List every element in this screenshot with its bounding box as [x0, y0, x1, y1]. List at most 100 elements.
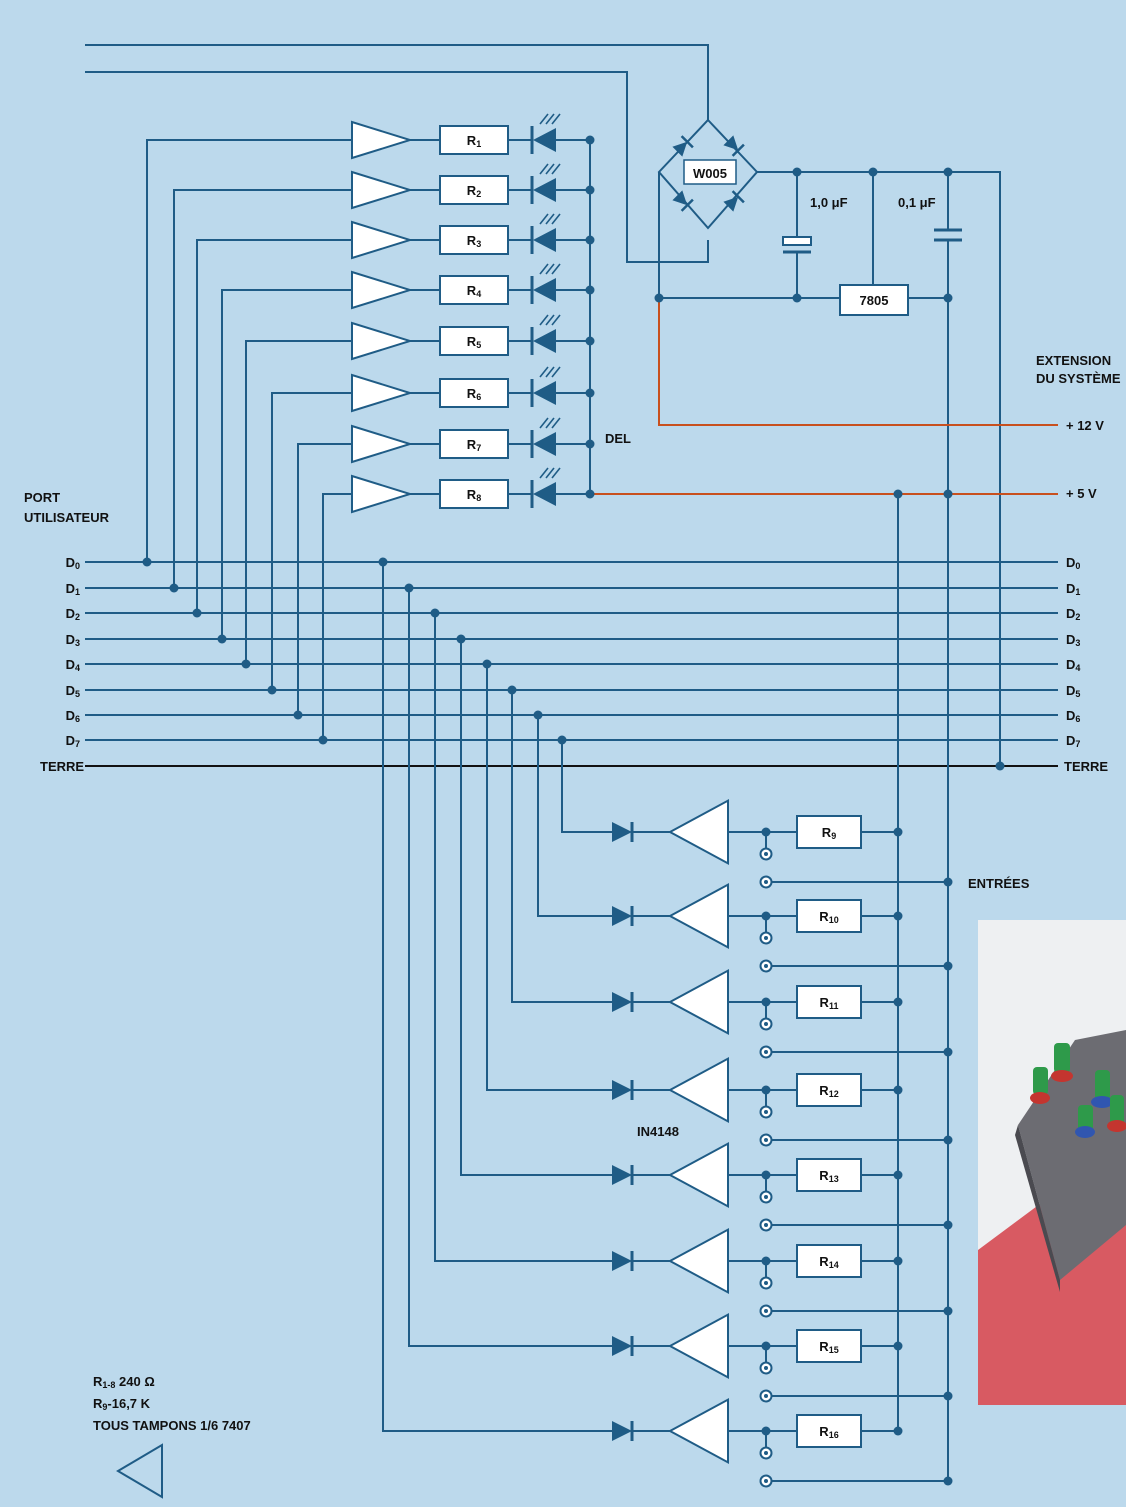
output-resistor-label-main: R: [467, 133, 477, 148]
cap2-junction: [943, 167, 953, 177]
bus-junction: [267, 685, 277, 695]
output-resistor-label-sub: 2: [476, 189, 481, 199]
output-buffer: [351, 474, 414, 514]
input-buffer: [667, 883, 729, 949]
input-terminal-center: [764, 852, 768, 856]
input-resistor-label-sub: 16: [829, 1430, 839, 1440]
output-resistor-label: R6: [467, 386, 481, 402]
bus-label-right-sub: 2: [1075, 612, 1080, 622]
led-emission-arrow: [545, 467, 555, 479]
photo-inset: [978, 920, 1126, 1405]
ground-junction: [995, 761, 1005, 771]
output-tap-wire: [221, 289, 352, 639]
bus-label-right-sub: 0: [1075, 561, 1080, 571]
extension-title-1: EXTENSION: [1036, 353, 1111, 368]
led-junction: [585, 489, 595, 499]
input-tap-wire: [537, 715, 612, 917]
bus-label-right-sub: 4: [1075, 663, 1080, 673]
input-terminal-center: [764, 1223, 768, 1227]
led-emission-arrow: [551, 213, 561, 225]
five-volt-junction-2: [893, 489, 903, 499]
input-diode: [612, 906, 632, 926]
bus-label-left-main: D: [66, 683, 75, 698]
bus-junction: [404, 583, 414, 593]
terminal-junction: [761, 1426, 771, 1436]
bus-label-right: D0: [1066, 555, 1080, 571]
input-resistor-label: R14: [819, 1254, 838, 1270]
input-terminal-center: [764, 964, 768, 968]
bridge-positive-wire: [757, 171, 1001, 766]
input-diode: [612, 992, 632, 1012]
legend-line-2-rest: -16,7 K: [107, 1396, 150, 1411]
bus-label-left: D3: [66, 632, 80, 648]
input-resistor: [796, 1329, 862, 1363]
bridge-diode-bar: [731, 190, 745, 204]
bus-junction: [318, 735, 328, 745]
legend-buffer-icon: [116, 1443, 163, 1499]
input-diode: [612, 1251, 632, 1271]
input-resistor: [796, 899, 862, 933]
led-emission-arrow: [545, 314, 555, 326]
bridge-diode-bar: [680, 198, 694, 212]
input-tap-wire: [382, 562, 612, 1432]
output-resistor-label-sub: 6: [476, 392, 481, 402]
legend-line-1-sub: 1-8: [102, 1380, 115, 1390]
bus-junction: [533, 710, 543, 720]
led-icon: [533, 482, 556, 506]
led-emission-arrow: [551, 113, 561, 125]
rail-junction: [893, 1426, 903, 1436]
interface-box-side: [1015, 1125, 1060, 1292]
input-terminal-center: [764, 1195, 768, 1199]
bus-label-left-sub: 7: [75, 739, 80, 749]
led-junction: [585, 235, 595, 245]
bus-label-right-sub: 1: [1075, 587, 1080, 597]
input-resistor-label-sub: 14: [829, 1260, 839, 1270]
bus-label-right-main: D: [1066, 555, 1075, 570]
input-diode: [612, 822, 632, 842]
bus-label-right-main: D: [1066, 606, 1075, 621]
input-resistor-label-main: R: [820, 995, 830, 1010]
input-buffer: [667, 1398, 729, 1464]
input-terminal-center: [764, 936, 768, 940]
input-buffer: [667, 1142, 729, 1208]
v12-label: + 12 V: [1066, 418, 1104, 433]
bridge-diode: [723, 190, 745, 212]
regulator-label: 7805: [860, 293, 889, 308]
led-emission-arrow: [551, 314, 561, 326]
terminal-junction: [761, 1341, 771, 1351]
led-emission-arrow: [539, 163, 549, 175]
output-resistor: [439, 326, 509, 356]
extension-title-2: DU SYSTÈME: [1036, 371, 1121, 386]
output-tap-wire: [146, 139, 352, 562]
legend-line-2-sub: 9: [102, 1402, 107, 1412]
output-resistor-label: R2: [467, 183, 481, 199]
input-tap-wire: [511, 690, 612, 1003]
input-resistor-label-sub: 12: [829, 1089, 839, 1099]
led-junction: [585, 439, 595, 449]
terminal-junction: [761, 1256, 771, 1266]
led-icon: [533, 381, 556, 405]
output-resistor-label-sub: 4: [476, 289, 481, 299]
bus-label-left-main: D: [66, 555, 75, 570]
bus-junction: [456, 634, 466, 644]
output-resistor: [439, 225, 509, 255]
bus-label-left: D5: [66, 683, 80, 699]
bus-label-left-sub: 1: [75, 587, 80, 597]
input-resistor: [796, 1158, 862, 1192]
rail-junction: [893, 911, 903, 921]
input-buffer: [667, 799, 729, 865]
bus-junction: [482, 659, 492, 669]
input-resistor-label-sub: 9: [831, 831, 836, 841]
bus-label-right: D1: [1066, 581, 1080, 597]
input-buffer: [667, 1228, 729, 1294]
led-icon: [533, 228, 556, 252]
output-resistor-label: R4: [467, 283, 481, 299]
input-terminal-center: [764, 1138, 768, 1142]
led-emission-arrow: [539, 467, 549, 479]
input-resistor-label-main: R: [822, 825, 832, 840]
input-resistor-label: R16: [819, 1424, 838, 1440]
led-emission-arrow: [551, 163, 561, 175]
bus-label-right-main: D: [1066, 581, 1075, 596]
output-resistor: [439, 275, 509, 305]
